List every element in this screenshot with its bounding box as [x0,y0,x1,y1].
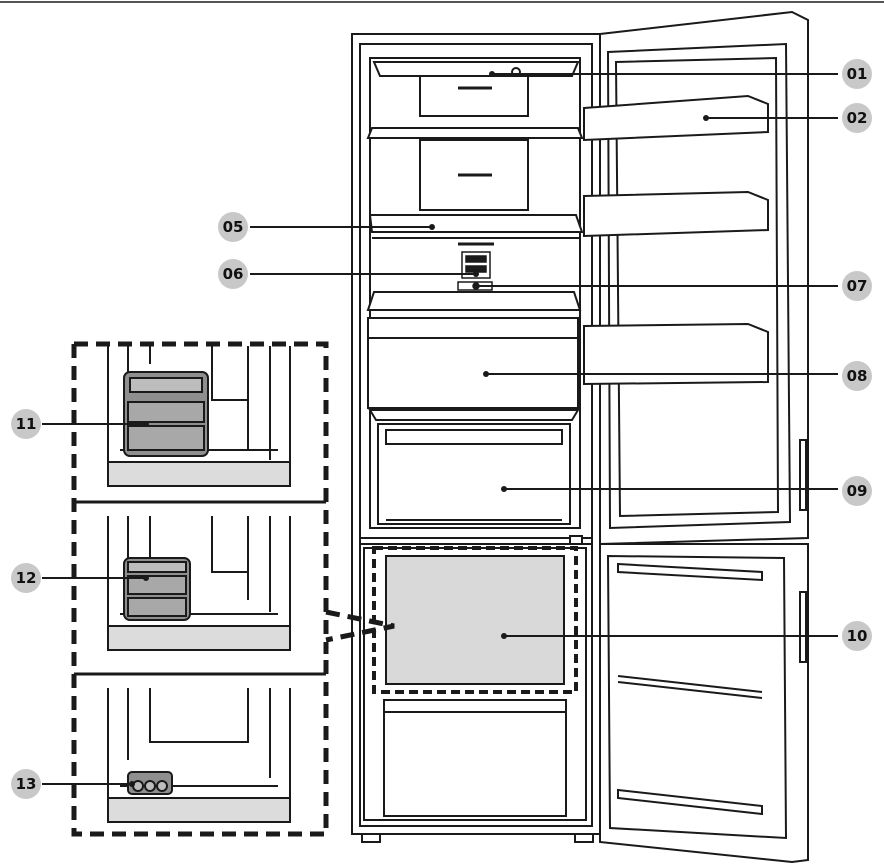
inset-11-scene [107,346,291,487]
callout-11-label: 11 [16,415,37,433]
callout-06: 06 [218,259,479,289]
callout-02-label: 02 [847,109,868,127]
inset-pointer [325,609,395,643]
fridge-door [583,10,809,546]
crisper-drawer [377,423,571,525]
callout-10: 10 [501,621,872,651]
inset-12-accessory [123,557,191,621]
fresh-drawer [367,317,580,421]
inset-13-scene [107,688,291,823]
callout-05: 05 [218,212,435,242]
accessory-insets-frame [71,341,329,837]
callout-11: 11 [11,409,149,439]
callout-08: 08 [483,361,872,391]
callout-10-label: 10 [847,627,868,645]
callout-01: 01 [489,59,872,89]
callout-13-label: 13 [16,775,37,793]
callout-12: 12 [11,563,149,593]
glass-shelves [366,127,584,311]
callout-02: 02 [703,103,872,133]
callout-09: 09 [501,476,872,506]
callout-08-label: 08 [847,367,868,385]
callout-07: 07 [473,271,872,301]
inset-11-accessory [123,371,209,457]
callout-07-label: 07 [847,277,868,295]
freezer-drawer [372,546,578,694]
callout-09-label: 09 [847,482,868,500]
inset-dividers [74,500,326,676]
callout-05-label: 05 [223,218,244,236]
back-wall [419,139,529,211]
freezer-door [599,543,809,864]
callout-13: 13 [11,769,135,799]
callout-06-label: 06 [223,265,244,283]
callout-12-label: 12 [16,569,37,587]
callout-01-label: 01 [847,65,868,83]
top-light-unit [372,61,580,117]
inset-12-scene [107,516,291,651]
